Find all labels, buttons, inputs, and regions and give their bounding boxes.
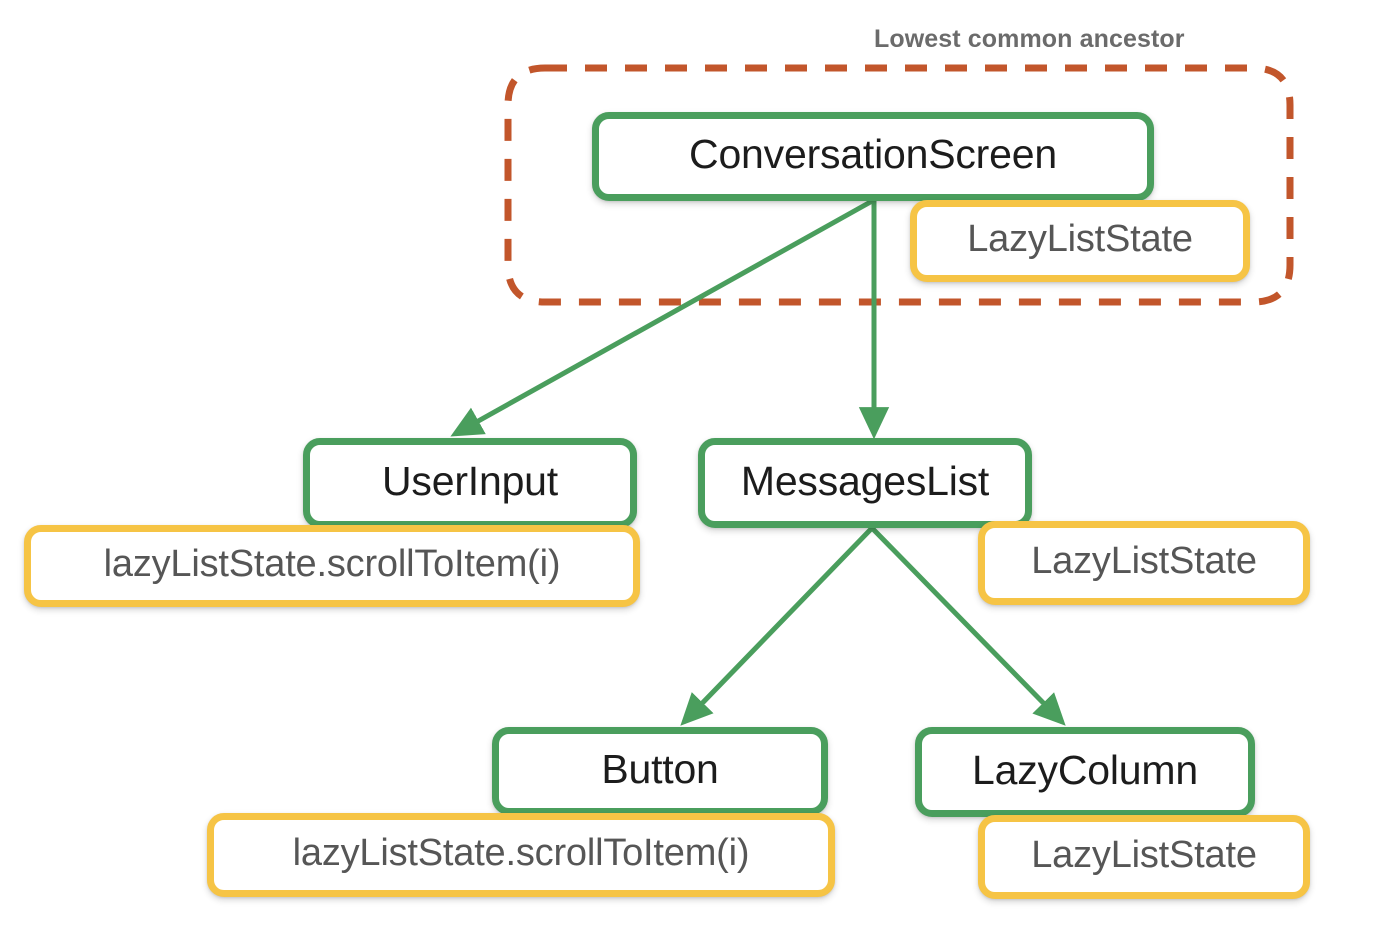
node-conversation-screen-label: ConversationScreen <box>689 131 1057 177</box>
state-box-lazy-column-label: LazyListState <box>1031 834 1257 876</box>
state-box-messages-list[interactable]: LazyListState <box>978 521 1310 605</box>
lowest-common-ancestor-label: Lowest common ancestor <box>874 25 1185 53</box>
node-button-label: Button <box>601 745 719 792</box>
node-lazy-column[interactable]: LazyColumn <box>915 727 1255 817</box>
state-box-lazy-column[interactable]: LazyListState <box>978 815 1310 899</box>
state-box-button-label: lazyListState.scrollToItem(i) <box>292 832 750 874</box>
state-box-user-input[interactable]: lazyListState.scrollToItem(i) <box>24 525 640 607</box>
node-lazy-column-label: LazyColumn <box>972 746 1198 793</box>
edge-messageslist-to-lazycolumn <box>870 526 1066 726</box>
state-box-conversation-screen[interactable]: LazyListState <box>910 200 1250 282</box>
edge-conversationscreen-to-userinput <box>450 197 876 437</box>
node-user-input-label: UserInput <box>382 457 558 504</box>
edge-messageslist-to-button <box>680 526 874 726</box>
lowest-common-ancestor-dashed-outline <box>504 64 1294 306</box>
state-box-conversation-screen-label: LazyListState <box>967 218 1193 260</box>
node-messages-list[interactable]: MessagesList <box>698 438 1032 528</box>
node-button[interactable]: Button <box>492 727 828 815</box>
node-conversation-screen[interactable]: ConversationScreen <box>592 112 1154 201</box>
node-user-input[interactable]: UserInput <box>303 438 637 528</box>
node-messages-list-label: MessagesList <box>740 457 990 504</box>
state-box-user-input-label: lazyListState.scrollToItem(i) <box>103 543 561 585</box>
state-box-button[interactable]: lazyListState.scrollToItem(i) <box>207 813 835 897</box>
state-box-messages-list-label: LazyListState <box>1031 540 1257 582</box>
